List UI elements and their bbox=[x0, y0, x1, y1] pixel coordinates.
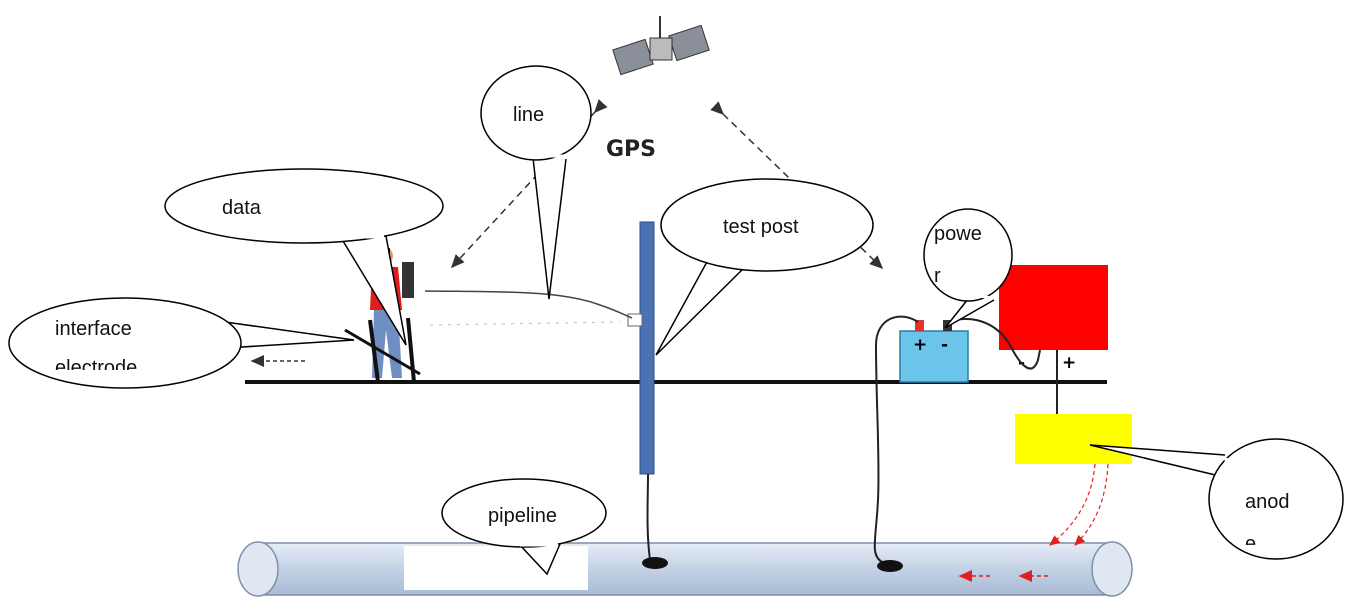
callout-interface-electrode: interface electrode bbox=[8, 297, 355, 389]
test-post-wire bbox=[646, 473, 651, 561]
callout-data-text: data bbox=[222, 197, 262, 219]
callout-test-post: test post bbox=[655, 178, 874, 356]
lead-wire-lower bbox=[429, 321, 621, 326]
callout-line-text: line bbox=[513, 104, 544, 126]
battery-pipe-connection bbox=[877, 560, 903, 572]
power-box-plus: + bbox=[1062, 353, 1076, 373]
power-box bbox=[999, 265, 1108, 350]
gps-label: GPS bbox=[606, 137, 656, 162]
battery-ground-wire bbox=[873, 315, 919, 563]
callout-pipeline-text: pipeline bbox=[488, 505, 557, 527]
battery-plus: + bbox=[913, 335, 927, 355]
satellite-icon bbox=[612, 16, 710, 76]
callout-pipeline: pipeline bbox=[441, 478, 607, 576]
pipeline bbox=[237, 541, 1133, 597]
callout-anode-text-1: anod bbox=[1245, 491, 1290, 513]
lead-wire bbox=[424, 290, 633, 319]
test-post bbox=[639, 221, 655, 475]
callout-interface-text-1: interface bbox=[55, 318, 132, 340]
anode-block bbox=[1015, 414, 1132, 464]
callout-line: line bbox=[480, 65, 592, 300]
battery-icon: + - bbox=[899, 320, 969, 383]
callout-power-text-2: r bbox=[934, 265, 941, 287]
callout-data: data bbox=[164, 168, 444, 346]
callout-test-post-text: test post bbox=[723, 216, 799, 238]
pipe-connection bbox=[642, 557, 668, 569]
callout-power: powe r bbox=[923, 208, 1013, 329]
callout-interface-text-2: electrode bbox=[55, 357, 137, 379]
battery-minus: - bbox=[941, 335, 948, 355]
battery-power-wire bbox=[947, 318, 1041, 370]
callout-anode-text-2: e bbox=[1245, 533, 1256, 555]
current-arrow-2 bbox=[1074, 463, 1109, 546]
test-post-terminal bbox=[627, 313, 643, 327]
callout-power-text-1: powe bbox=[934, 223, 982, 245]
current-arrow-1 bbox=[1049, 463, 1096, 546]
callout-anode: anod e bbox=[1089, 438, 1344, 560]
